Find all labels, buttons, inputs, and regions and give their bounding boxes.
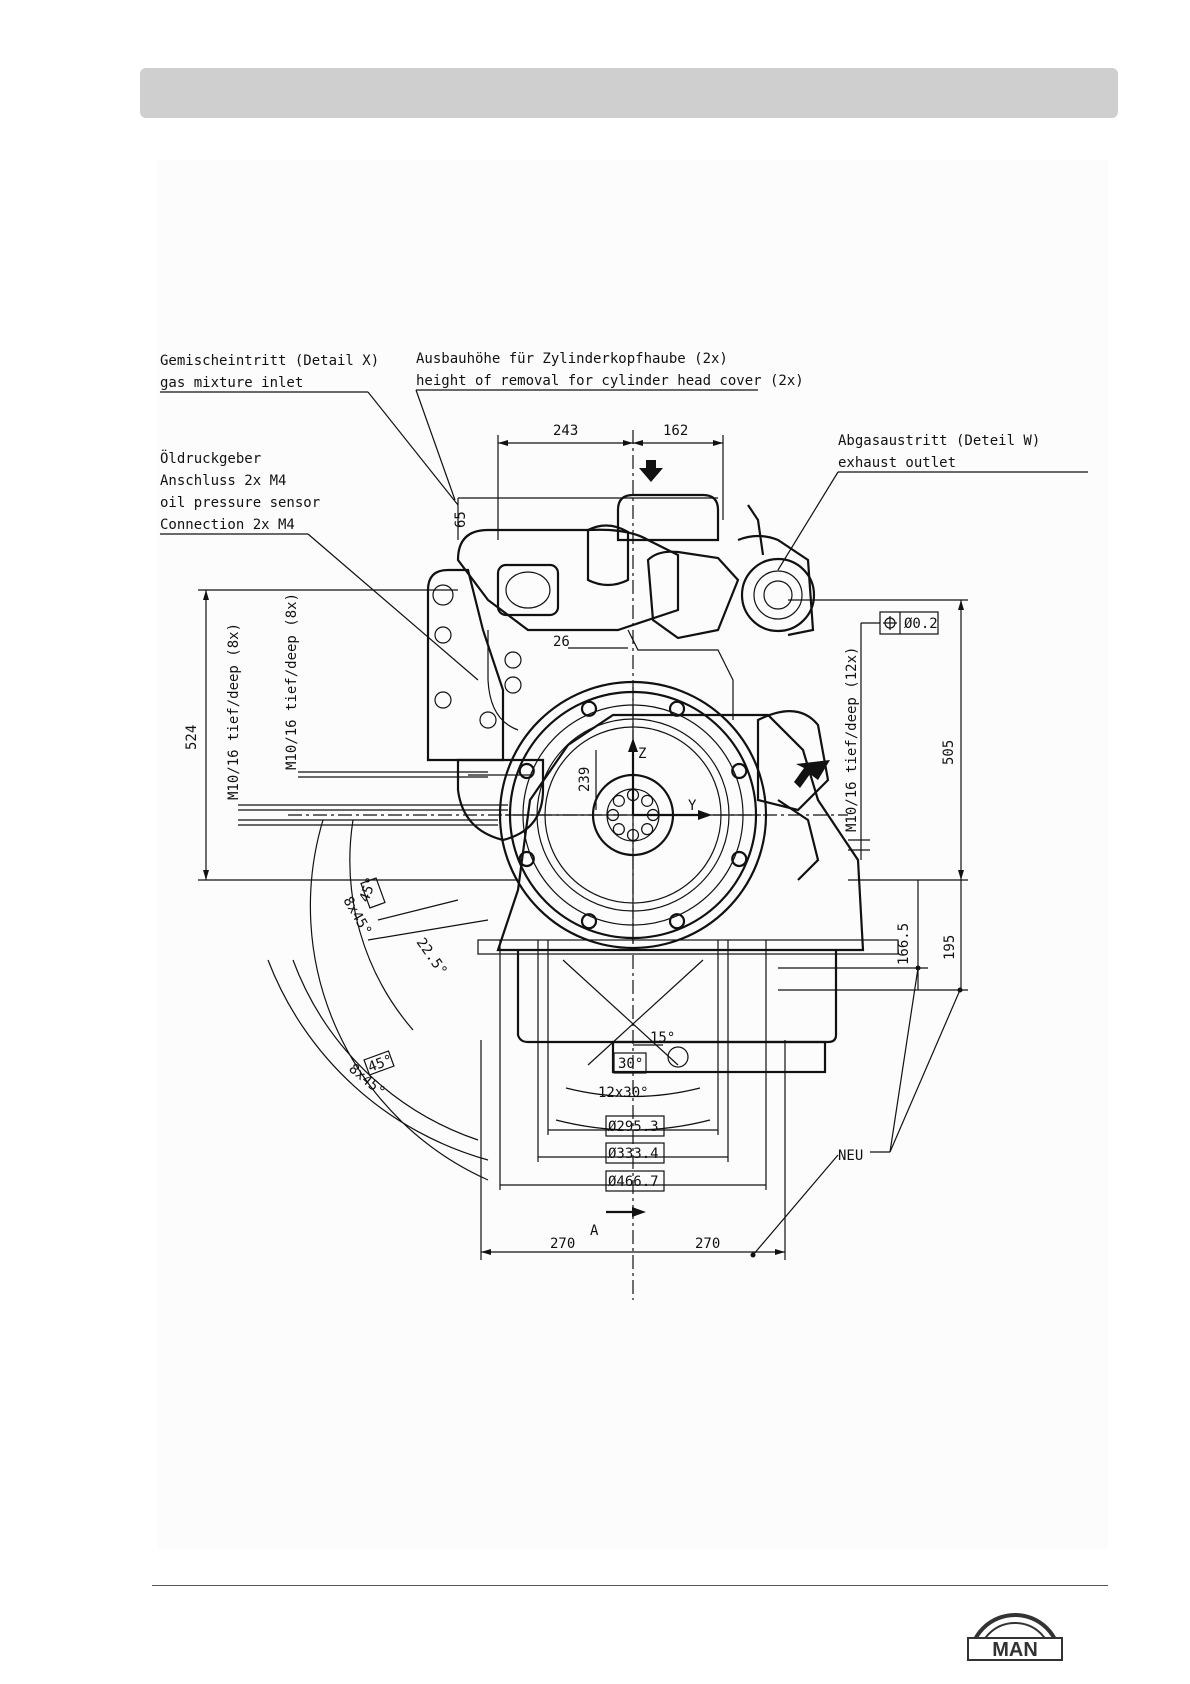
dim-162: 162 — [663, 423, 688, 439]
callouts: Gemischeintritt (Detail X) gas mixture i… — [160, 351, 1088, 1258]
oil-sensor-label-de1: Öldruckgeber — [160, 449, 261, 467]
man-logo-svg: MAN — [967, 1613, 1063, 1661]
dia-333: Ø333.4 — [608, 1146, 659, 1162]
top-dimensions: 243 162 65 26 — [453, 423, 724, 650]
dim-195: 195 — [942, 935, 958, 960]
dim-239: 239 — [577, 767, 593, 792]
oil-sensor-label-en2: Connection 2x M4 — [160, 517, 295, 533]
arc-dimensions: 45° 8x45° 22.5° 45° 8x45° — [267, 819, 489, 1181]
header-bar — [140, 68, 1118, 118]
dim-166-5: 166.5 — [896, 923, 912, 965]
bottom-dimensions: 15° 30° 12x30° Ø295.3 Ø333.4 Ø466.7 — [480, 940, 786, 1260]
flywheel-bolt — [668, 913, 686, 930]
thread-label-8x-a: M10/16 tief/deep (8x) — [226, 623, 242, 800]
removal-label-de: Ausbauhöhe für Zylinderkopfhaube (2x) — [416, 351, 728, 367]
dim-524: 524 — [184, 725, 200, 750]
tolerance-value: Ø0.2 — [904, 616, 938, 632]
footer-rule — [152, 1585, 1108, 1586]
angle-15: 15° — [650, 1030, 675, 1046]
removal-label-en: height of removal for cylinder head cove… — [416, 373, 804, 389]
gas-inlet-label-de: Gemischeintritt (Detail X) — [160, 353, 379, 369]
angle-12x30: 12x30° — [598, 1085, 649, 1101]
angle-22-5: 22.5° — [413, 935, 450, 979]
hub-bolt — [612, 794, 625, 807]
engine-drawing: Z Y 243 162 65 — [158, 160, 1108, 1550]
dim-270-left: 270 — [550, 1236, 575, 1252]
man-logo-text: MAN — [992, 1639, 1038, 1661]
flywheel-bolt — [731, 850, 748, 868]
axis-y-label: Y — [688, 798, 697, 814]
oil-sensor-label-de2: Anschluss 2x M4 — [160, 473, 286, 489]
neu-label: NEU — [838, 1148, 863, 1164]
flywheel-bolt — [518, 850, 535, 868]
dim-65: 65 — [453, 511, 469, 528]
thread-label-8x-b: M10/16 tief/deep (8x) — [284, 593, 300, 770]
view-a-label: A — [590, 1223, 599, 1239]
dim-505: 505 — [941, 740, 957, 765]
exhaust-label-de: Abgasaustritt (Deteil W) — [838, 433, 1040, 449]
flywheel-bolt — [580, 913, 598, 930]
flywheel-bolt — [580, 700, 598, 717]
left-dimensions: 524 M10/16 tief/deep (8x) M10/16 tief/de… — [184, 589, 597, 881]
right-dimensions: 505 166.5 195 Ø0.2 M10/16 tief/deep (12x… — [778, 599, 968, 991]
axis-z-label: Z — [638, 746, 646, 762]
man-logo: MAN — [960, 1590, 1070, 1670]
dim-243: 243 — [553, 423, 578, 439]
hub-bolt — [641, 794, 654, 807]
flywheel-bolt — [668, 700, 686, 717]
dia-295: Ø295.3 — [608, 1119, 659, 1135]
exhaust-label-en: exhaust outlet — [838, 455, 956, 471]
angle-30: 30° — [618, 1056, 643, 1072]
gas-inlet-label-en: gas mixture inlet — [160, 375, 303, 391]
hub-bolt — [641, 823, 654, 836]
oil-sensor-label-en1: oil pressure sensor — [160, 495, 320, 511]
hub-bolt — [612, 823, 625, 836]
dim-26: 26 — [553, 634, 570, 650]
flywheel-bolt — [518, 762, 535, 780]
dim-270-right: 270 — [695, 1236, 720, 1252]
engine-drawing-svg: Z Y 243 162 65 — [160, 351, 1088, 1300]
thread-label-12x: M10/16 tief/deep (12x) — [844, 647, 860, 832]
engine-body — [426, 493, 899, 1074]
flywheel-bolt — [731, 762, 748, 780]
dia-466: Ø466.7 — [608, 1174, 659, 1190]
